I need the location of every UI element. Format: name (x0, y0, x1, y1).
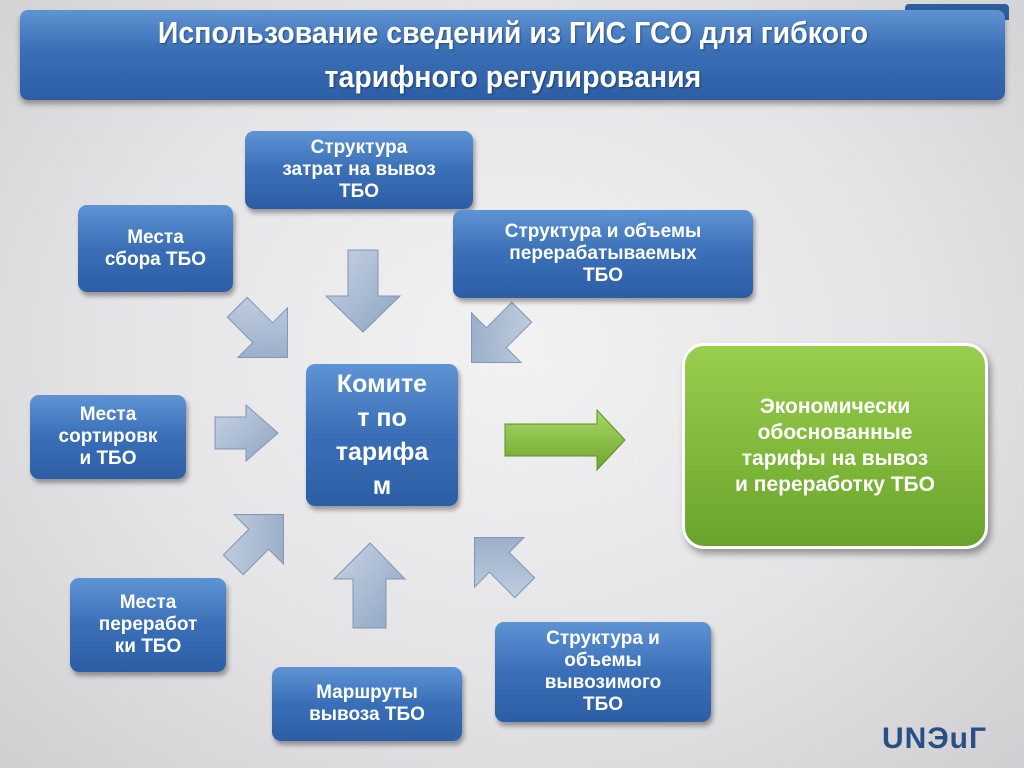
box-sorting-sites: Места сортировк и ТБО (30, 395, 186, 479)
box-economic-tariffs: Экономически обоснованные тарифы на выво… (682, 343, 988, 549)
box-processed-volumes: Структура и объемы перерабатываемых ТБО (453, 210, 753, 298)
arrow-from-processing-sites (222, 514, 284, 576)
arrow-from-cost-structure (324, 249, 402, 333)
logo-wordmark: UNЭuГ (882, 722, 988, 755)
arrow-from-processed-volumes (471, 301, 533, 363)
arrow-from-removed-volumes (474, 537, 536, 599)
box-processing-sites: Места переработ ки ТБО (70, 578, 226, 672)
box-collection-sites: Места сбора ТБО (78, 205, 233, 292)
box-routes: Маршруты вывоза ТБО (272, 667, 462, 741)
arrow-to-result (504, 408, 626, 472)
slide-title: Использование сведений из ГИС ГСО для ги… (157, 15, 868, 94)
arrow-from-routes (332, 542, 407, 629)
arrow-from-collection-sites (226, 296, 288, 358)
box-cost-structure: Структура затрат на вывоз ТБО (245, 131, 473, 209)
title-bar: Использование сведений из ГИС ГСО для ги… (20, 10, 1005, 100)
box-removed-volumes: Структура и объемы вывозимого ТБО (495, 622, 711, 722)
logo: UNЭuГ (882, 722, 992, 762)
arrow-from-sorting-sites (214, 403, 279, 463)
box-tariff-committee: Комите т по тарифа м (306, 364, 458, 506)
